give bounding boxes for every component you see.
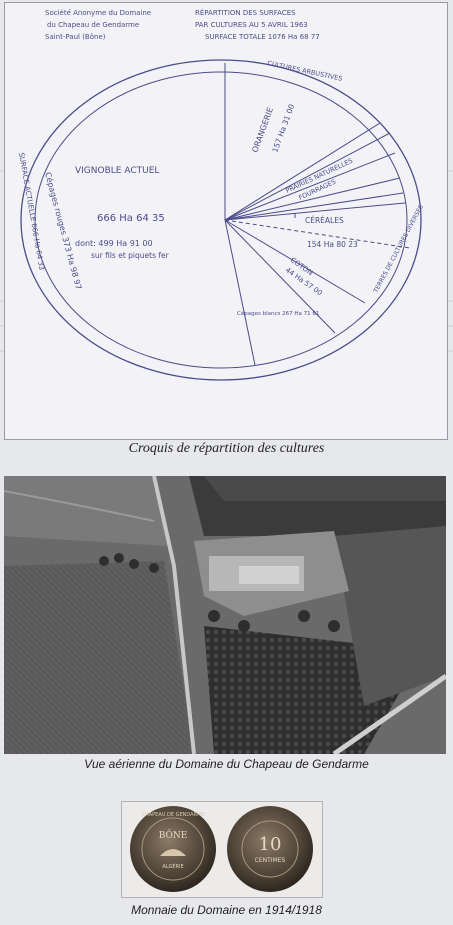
coin-left-ring: CHAPEAU DE GENDARME [141, 812, 204, 818]
cereales-value: 154 Ha 80 23 [307, 240, 358, 249]
header-left-line-2: du Chapeau de Gendarme [47, 21, 139, 29]
cereales-label: CÉRÉALES [305, 216, 344, 225]
coin-left-text: BÔNE [159, 829, 188, 841]
sector-lines [224, 63, 411, 366]
cepages-blancs-label: Cépages blancs 267 Ha 71 61 [237, 310, 319, 317]
distribution-sketch: Société Anonyme du Domaine du Chapeau de… [4, 2, 448, 440]
coin-right [227, 806, 313, 892]
coin-left-sub: ALGÉRIE [162, 862, 183, 870]
sketch-caption: Croquis de répartition des cultures [128, 441, 325, 456]
header-right-line-1: RÉPARTITION DES SURFACES [195, 8, 296, 17]
header-right-line-3: SURFACE TOTALE 1076 Ha 68 77 [205, 33, 320, 41]
vignoble-fils: sur fils et piquets fer [91, 251, 170, 260]
coins-caption: Monnaie du Domaine en 1914/1918 [131, 903, 322, 917]
aerial-photo [4, 476, 446, 754]
header-left-line-3: Saint-Paul (Bône) [45, 33, 106, 41]
header-left-line-1: Société Anonyme du Domaine [45, 9, 151, 17]
coin-right-unit: CENTIMES [255, 857, 286, 864]
vignoble-dont: dont: 499 Ha 91 00 [75, 239, 153, 248]
coins-drawing: BÔNE ALGÉRIE CHAPEAU DE GENDARME 10 CENT… [130, 806, 313, 892]
header-right-line-2: PAR CULTURES AU 5 AVRIL 1963 [195, 21, 308, 29]
aerial-photo-drawing [4, 476, 446, 754]
vignoble-title: VIGNOBLE ACTUEL [75, 166, 159, 176]
outer-ellipse [20, 59, 422, 381]
sketch-drawing: Société Anonyme du Domaine du Chapeau de… [17, 8, 425, 381]
coin-right-value: 10 [259, 834, 282, 855]
aerial-caption: Vue aérienne du Domaine du Chapeau de Ge… [84, 757, 369, 771]
coins-photo: BÔNE ALGÉRIE CHAPEAU DE GENDARME 10 CENT… [121, 801, 323, 898]
inner-ellipse [34, 71, 408, 369]
cepages-rouges-label: Cépages rouges 373 Ha 98 97 [43, 171, 84, 291]
vignoble-total: 666 Ha 64 35 [97, 213, 165, 224]
